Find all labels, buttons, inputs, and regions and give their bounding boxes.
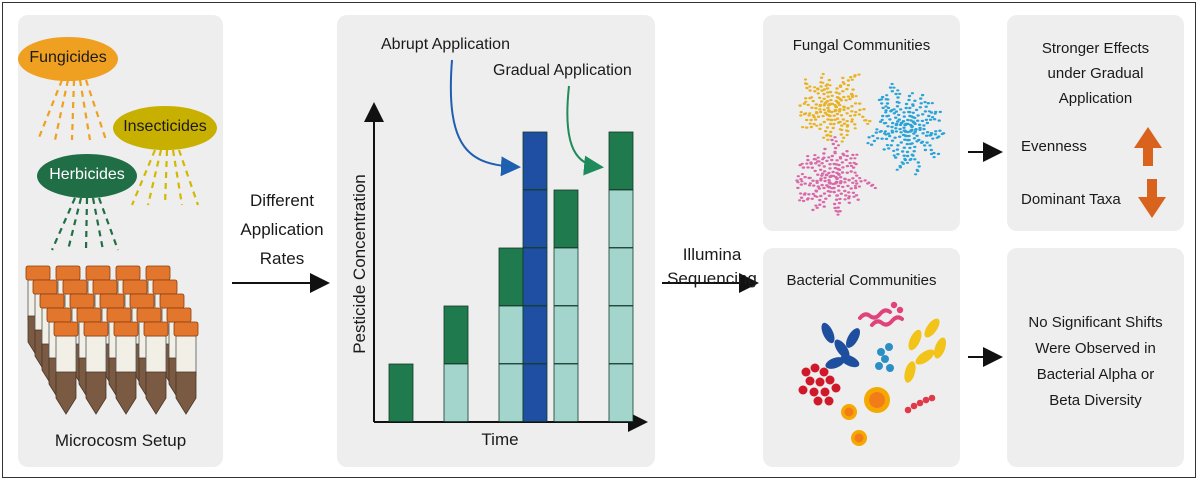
insecticide-spray (130, 149, 200, 206)
abrupt-bar-block (522, 189, 548, 248)
yellow-rod-bacteria (904, 318, 947, 383)
chart-x-label: Time (481, 430, 519, 449)
noshift-text: No Significant Shifts Were Observed in B… (1007, 310, 1184, 414)
bar-block (553, 363, 579, 422)
application-rates-line3: Rates (259, 249, 305, 268)
abrupt-application-label: Abrupt Application (381, 36, 510, 53)
illumina-label: Illumina Sequencing (662, 243, 762, 291)
bar-block (608, 131, 634, 190)
yellow-fungal-colony (798, 72, 872, 143)
chart-panel (337, 15, 655, 467)
bar-block (498, 363, 524, 422)
tube (53, 321, 79, 415)
fungal-panel (763, 15, 960, 231)
bar-block (443, 363, 469, 422)
effects-title-line2: under Gradual (1047, 65, 1144, 82)
bar-block (498, 305, 524, 364)
herbicide-spray (50, 197, 120, 251)
tube (143, 321, 169, 415)
pink-fungal-colony (795, 136, 877, 216)
chart-axes (364, 102, 648, 432)
herbicides-bubble (37, 154, 137, 198)
noshift-line4: Beta Diversity (1049, 392, 1142, 409)
bar-block (608, 189, 634, 248)
tube (173, 321, 199, 415)
blue-fungal-colony (866, 82, 946, 176)
bar-block (608, 305, 634, 364)
fungicides-label: Fungicides (29, 49, 107, 66)
pink-spirilla (858, 308, 904, 327)
insecticides-bubble (113, 106, 217, 150)
bar-block (443, 305, 469, 364)
red-chain-bacteria (904, 394, 936, 414)
effects-title-line3: Application (1058, 90, 1133, 107)
insecticides-label: Insecticides (123, 118, 207, 135)
application-rates-label: Different Application Rates (232, 186, 332, 273)
bar-block (608, 247, 634, 306)
noshift-panel (1007, 248, 1184, 467)
abrupt-bar-block (522, 247, 548, 306)
application-rates-line2: Application (240, 220, 324, 239)
effects-panel (1007, 15, 1184, 231)
abrupt-bar-block (522, 131, 548, 190)
effects-title-line1: Stronger Effects (1041, 40, 1150, 57)
chart-y-label: Pesticide Concentration (350, 174, 369, 354)
tube (113, 321, 139, 415)
bacterial-panel (763, 248, 960, 467)
bar-block (498, 247, 524, 306)
noshift-line1: No Significant Shifts (1028, 314, 1163, 331)
bar-block (553, 305, 579, 364)
microcosm-caption: Microcosm Setup (54, 431, 187, 450)
illumina-line2: Sequencing (667, 269, 757, 288)
herbicides-label: Herbicides (49, 166, 125, 183)
red-cocci-cluster (798, 363, 841, 406)
noshift-line3: Bacterial Alpha or (1036, 366, 1155, 383)
fungicides-bubble (18, 37, 118, 81)
evenness-up-arrow (1134, 127, 1162, 166)
bacterial-title: Bacterial Communities (786, 272, 937, 289)
orange-cocci (841, 387, 890, 446)
abrupt-bar-block (522, 305, 548, 364)
fungal-colonies (795, 72, 946, 216)
fungal-title: Fungal Communities (792, 37, 931, 54)
gradual-application-label: Gradual Application (493, 62, 632, 79)
dominant-down-arrow (1138, 179, 1166, 218)
application-rates-line1: Different (250, 191, 314, 210)
effects-title: Stronger Effects under Gradual Applicati… (1007, 36, 1184, 111)
abrupt-bar-block (522, 363, 548, 422)
illumina-line1: Illumina (682, 245, 742, 264)
bar-block (388, 363, 414, 422)
bar-block (608, 363, 634, 422)
tube (83, 321, 109, 415)
cyan-cocci (875, 343, 894, 372)
bar-block (553, 189, 579, 248)
bacteria-cluster (798, 301, 947, 446)
chart-bars (388, 131, 634, 422)
abrupt-arrow (449, 59, 521, 177)
tube-rack (25, 265, 199, 415)
bar-block (553, 247, 579, 306)
dominant-taxa-label: Dominant Taxa (1021, 191, 1121, 208)
gradual-arrow (566, 85, 604, 176)
noshift-line2: Were Observed in (1035, 340, 1156, 357)
evenness-label: Evenness (1021, 138, 1087, 155)
blue-rod-bacteria (821, 322, 860, 369)
